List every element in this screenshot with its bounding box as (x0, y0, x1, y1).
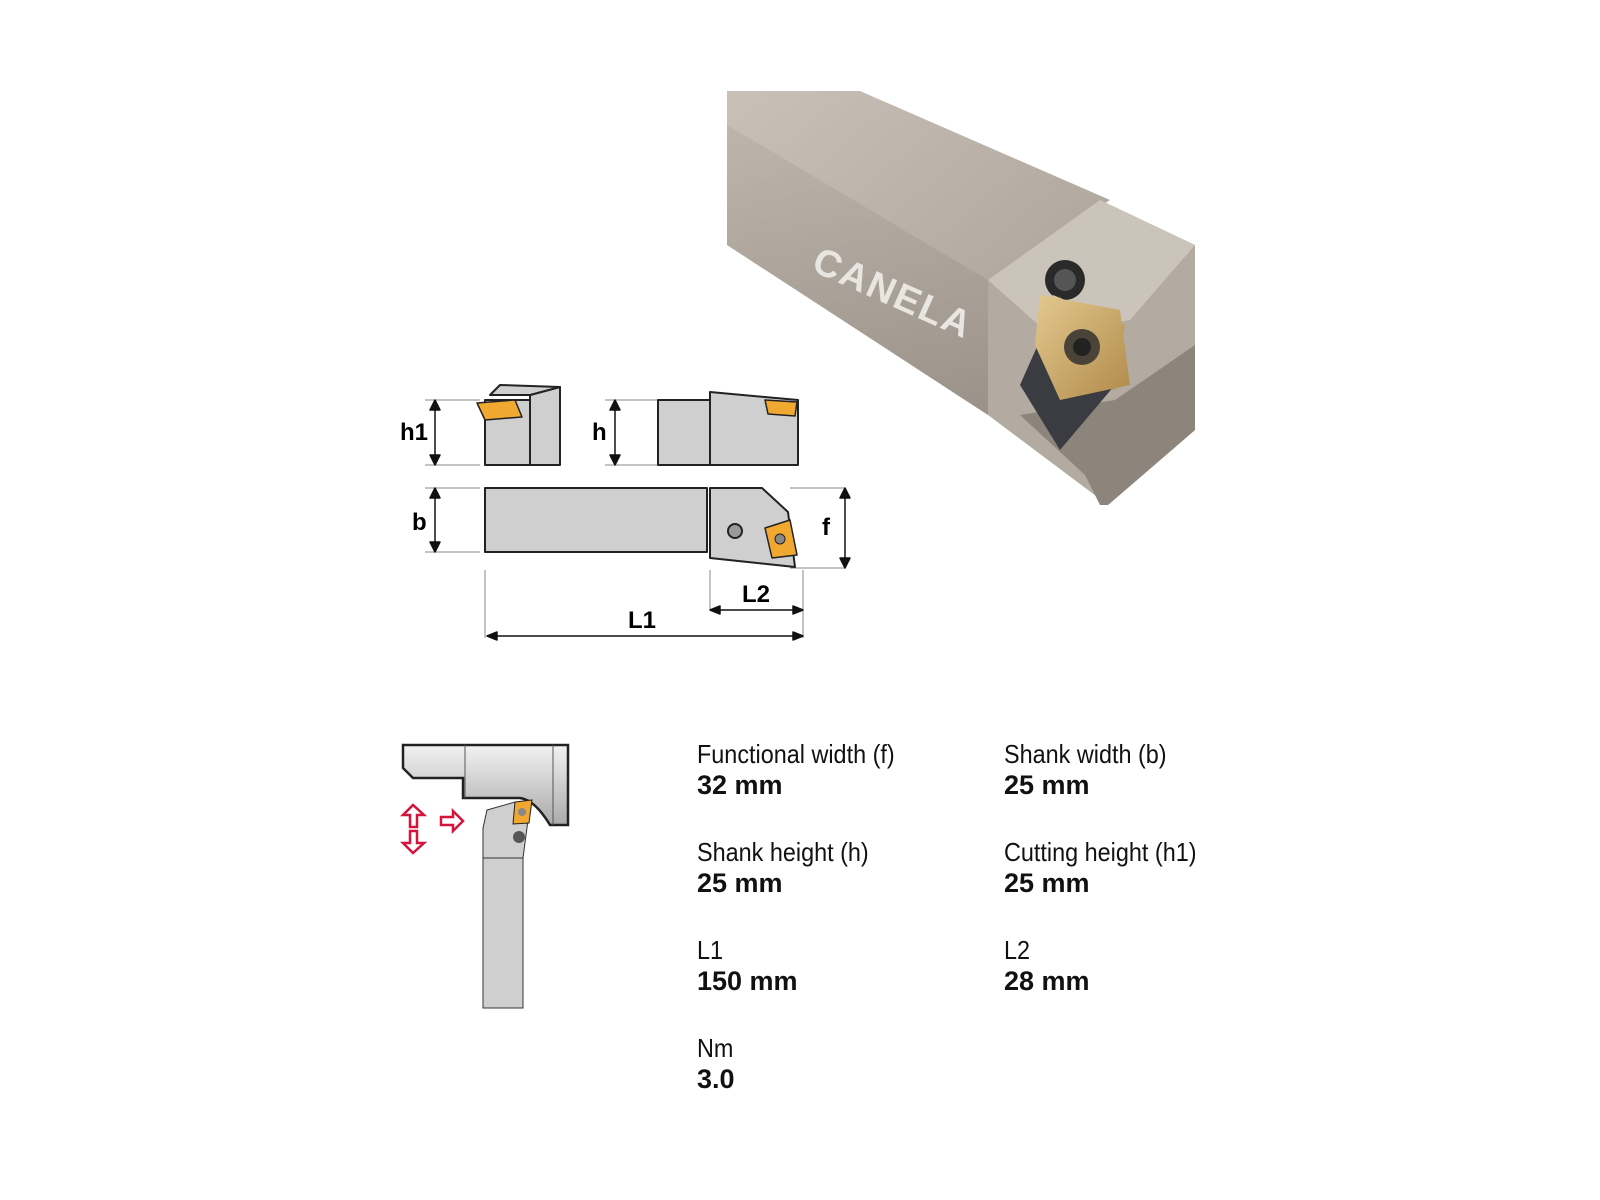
spec-value: 150 mm (697, 966, 798, 996)
spec-label: Shank height (h) (697, 837, 869, 867)
spec-label: L1 (697, 935, 724, 965)
application-diagram (399, 743, 570, 1009)
label-h: h (592, 419, 607, 446)
spec-value: 28 mm (1004, 966, 1090, 996)
spec-label: Nm (697, 1033, 734, 1063)
label-L1: L1 (628, 607, 656, 634)
spec-value: 25 mm (697, 868, 783, 898)
spec-label: Shank width (b) (1004, 739, 1167, 769)
spec-l2: L2 28 mm (1004, 935, 1090, 997)
label-L2: L2 (742, 581, 770, 608)
tool-holder-photo: CANELA (727, 91, 1195, 505)
spec-shank-height: Shank height (h) 25 mm (697, 837, 888, 899)
movement-arrows-icon (399, 803, 465, 855)
label-f: f (822, 514, 831, 541)
spec-value: 32 mm (697, 770, 783, 800)
spec-shank-width: Shank width (b) 25 mm (1004, 739, 1185, 801)
spec-torque: Nm 3.0 (697, 1033, 737, 1095)
label-h1: h1 (400, 419, 428, 446)
spec-label: L2 (1004, 935, 1031, 965)
spec-l1: L1 150 mm (697, 935, 798, 997)
label-b: b (412, 509, 427, 536)
spec-label: Cutting height (h1) (1004, 837, 1197, 867)
spec-value: 3.0 (697, 1064, 735, 1094)
spec-functional-width: Functional width (f) 32 mm (697, 739, 917, 801)
spec-value: 25 mm (1004, 770, 1090, 800)
spec-value: 25 mm (1004, 868, 1090, 898)
spec-label: Functional width (f) (697, 739, 895, 769)
spec-cutting-height: Cutting height (h1) 25 mm (1004, 837, 1218, 899)
dimension-diagram: h1 h b f L2 L1 (400, 384, 851, 641)
